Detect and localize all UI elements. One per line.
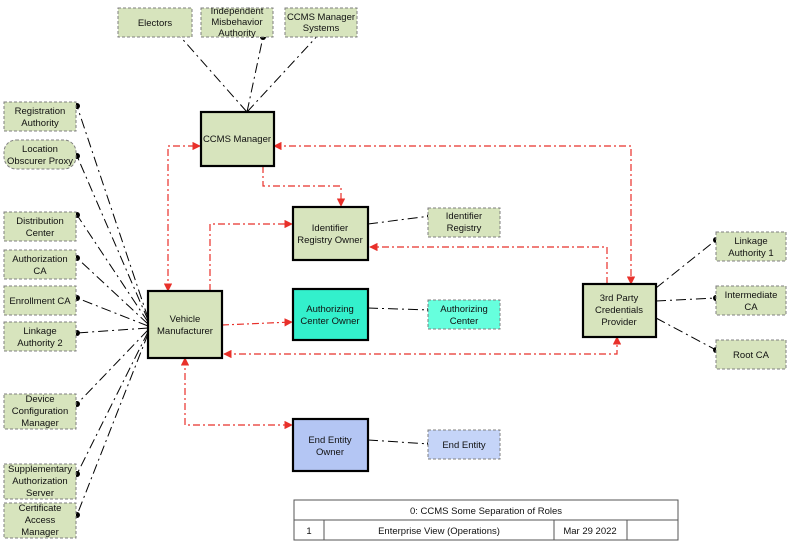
node-location-obscurer-proxy[interactable]: Location Obscurer Proxy [3, 139, 77, 170]
svg-text:Root CA: Root CA [733, 350, 770, 361]
svg-text:Identifier: Identifier [312, 223, 348, 234]
svg-text:Credentials: Credentials [595, 305, 643, 316]
svg-text:Identifier: Identifier [446, 211, 482, 222]
svg-text:Manager: Manager [21, 527, 59, 538]
svg-text:Authority: Authority [218, 28, 256, 39]
svg-text:3rd Party: 3rd Party [600, 293, 639, 304]
node-electors[interactable]: Electors [117, 7, 193, 38]
node-authorizing-center[interactable]: Authorizing Center [427, 299, 501, 330]
svg-text:Device: Device [25, 394, 54, 405]
node-independent-misbehavior-authority[interactable]: Independent Misbehavior Authority [200, 6, 274, 39]
association-lines [76, 24, 717, 516]
svg-text:Registry: Registry [447, 223, 482, 234]
svg-text:Manufacturer: Manufacturer [157, 326, 213, 337]
svg-text:Configuration: Configuration [12, 406, 69, 417]
svg-text:Linkage: Linkage [23, 326, 56, 337]
svg-text:Provider: Provider [601, 317, 636, 328]
node-ccms-manager[interactable]: CCMS Manager [199, 110, 276, 168]
node-end-entity[interactable]: End Entity [427, 429, 501, 460]
node-3rd-party-credentials-provider[interactable]: 3rd Party Credentials Provider [581, 282, 658, 339]
title-block-date: Mar 29 2022 [563, 526, 616, 537]
svg-text:End Entity: End Entity [442, 440, 486, 451]
svg-text:Center Owner: Center Owner [300, 316, 359, 327]
svg-text:Certificate: Certificate [19, 503, 62, 514]
title-block-view: Enterprise View (Operations) [378, 526, 500, 537]
svg-text:Access: Access [25, 515, 56, 526]
svg-text:CA: CA [744, 302, 758, 313]
svg-text:Location: Location [22, 144, 58, 155]
svg-text:Authorization: Authorization [12, 476, 67, 487]
node-intermediate-ca[interactable]: Intermediate CA [715, 285, 787, 316]
svg-text:Authority 1: Authority 1 [728, 248, 773, 259]
svg-text:Authorizing: Authorizing [440, 304, 488, 315]
node-enrollment-ca[interactable]: Enrollment CA [3, 285, 77, 316]
node-linkage-authority-1[interactable]: Linkage Authority 1 [715, 231, 787, 262]
svg-text:Intermediate: Intermediate [725, 290, 778, 301]
svg-text:Independent: Independent [211, 6, 264, 17]
svg-text:CCMS Manager: CCMS Manager [287, 12, 355, 23]
svg-text:CCMS Manager: CCMS Manager [203, 134, 271, 145]
svg-text:Supplementary: Supplementary [8, 464, 72, 475]
svg-text:Electors: Electors [138, 18, 173, 29]
svg-text:Center: Center [26, 228, 55, 239]
node-ccms-manager-systems[interactable]: CCMS Manager Systems [284, 7, 358, 38]
svg-text:Linkage: Linkage [734, 236, 767, 247]
title-block-title: 0: CCMS Some Separation of Roles [410, 506, 562, 517]
title-block: 0: CCMS Some Separation of Roles 1 Enter… [293, 499, 679, 541]
svg-text:Registration: Registration [15, 106, 66, 117]
node-registration-authority[interactable]: Registration Authority [3, 101, 77, 132]
svg-text:Registry Owner: Registry Owner [297, 235, 362, 246]
svg-text:Systems: Systems [303, 23, 340, 34]
svg-text:Misbehavior: Misbehavior [211, 17, 262, 28]
svg-text:Owner: Owner [316, 447, 344, 458]
association-endpoints [74, 22, 719, 518]
svg-text:Authority 2: Authority 2 [17, 338, 62, 349]
node-linkage-authority-2[interactable]: Linkage Authority 2 [3, 321, 77, 352]
svg-text:Manager: Manager [21, 418, 59, 429]
flow-lines [163, 141, 636, 430]
node-authorization-ca[interactable]: Authorization CA [3, 249, 77, 280]
node-identifier-registry-owner[interactable]: Identifier Registry Owner [291, 205, 370, 262]
svg-text:Authority: Authority [21, 118, 59, 129]
svg-text:Center: Center [450, 316, 479, 327]
node-vehicle-manufacturer[interactable]: Vehicle Manufacturer [146, 289, 224, 360]
svg-text:Server: Server [26, 488, 54, 499]
node-device-configuration-manager[interactable]: Device Configuration Manager [3, 393, 77, 430]
svg-text:End Entity: End Entity [308, 435, 352, 446]
node-certificate-access-manager[interactable]: Certificate Access Manager [3, 502, 77, 539]
svg-text:Authorization: Authorization [12, 254, 67, 265]
svg-text:Obscurer Proxy: Obscurer Proxy [7, 156, 73, 167]
node-distribution-center[interactable]: Distribution Center [3, 211, 77, 242]
node-root-ca[interactable]: Root CA [715, 339, 787, 370]
node-authorizing-center-owner[interactable]: Authorizing Center Owner [291, 287, 370, 342]
svg-text:CA: CA [33, 266, 47, 277]
node-end-entity-owner[interactable]: End Entity Owner [291, 417, 370, 473]
svg-text:Enrollment CA: Enrollment CA [9, 296, 71, 307]
svg-text:Distribution: Distribution [16, 216, 64, 227]
svg-text:Authorizing: Authorizing [306, 304, 354, 315]
node-supplementary-authorization-server[interactable]: Supplementary Authorization Server [3, 463, 77, 500]
svg-text:Vehicle: Vehicle [170, 314, 201, 325]
node-identifier-registry[interactable]: Identifier Registry [427, 207, 501, 238]
title-block-number: 1 [306, 526, 311, 537]
